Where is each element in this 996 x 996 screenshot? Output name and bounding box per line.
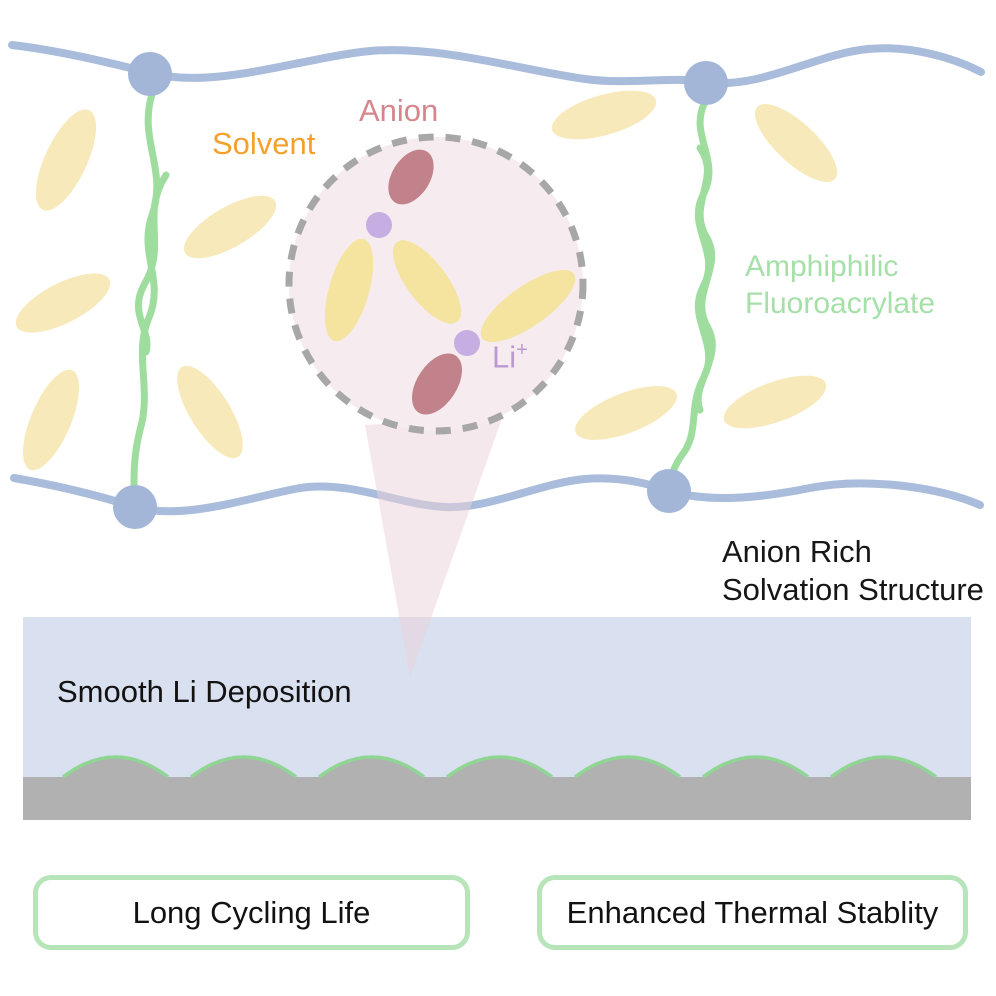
benefit-box-label: Long Cycling Life (132, 894, 371, 930)
solvent-molecule (22, 369, 80, 471)
li-ion-label: Li+ (492, 339, 528, 376)
fluoroacrylate-chain-left-strand (135, 171, 170, 356)
fluoroacrylate-chain-left (130, 90, 161, 502)
crosslink-nodes (113, 52, 728, 529)
solvent-molecule (575, 386, 677, 440)
li-ion-label-base: Li (492, 339, 517, 375)
magnifier-cone (365, 416, 503, 677)
electrode-layer (23, 757, 971, 820)
li-ion-label-charge: + (516, 339, 528, 361)
smooth-li-deposition-label: Smooth Li Deposition (57, 674, 352, 709)
solvent-molecules (15, 90, 838, 471)
benefit-box-thermal-stability: Enhanced Thermal Stablity (537, 875, 968, 950)
sei-film-line (61, 755, 170, 779)
solvent-molecule (177, 365, 243, 459)
crosslink-node (128, 52, 172, 96)
sei-film-line (189, 755, 298, 779)
anion-label: Anion (359, 93, 439, 128)
coordinated-solvent (324, 238, 374, 342)
crosslink-node (113, 485, 157, 529)
anion-molecule (388, 149, 434, 205)
solvent-molecule (35, 109, 97, 211)
amphiphilic-label-line2: Fluoroacrylate (745, 287, 936, 320)
fluoroacrylate-chain-right-strand (694, 144, 716, 414)
solvent-molecule (754, 104, 838, 182)
solvent-molecule (551, 90, 657, 140)
sei-film-line (573, 755, 682, 779)
sei-film-lines (61, 755, 938, 779)
sei-film-line (829, 755, 938, 779)
li-ion-dot (366, 212, 392, 238)
solvent-molecule (15, 273, 111, 333)
crosslink-node (684, 61, 728, 105)
fluoroacrylate-chains (130, 90, 716, 502)
li-ion-dot (454, 330, 480, 356)
solvation-caption-line1: Anion Rich (722, 534, 872, 569)
solvent-molecule (183, 195, 277, 259)
solvation-shell (285, 133, 587, 435)
polymer-backbone-bottom (10, 474, 984, 516)
amphiphilic-fluoroacrylate-label: Amphiphilic Fluoroacrylate (745, 248, 935, 322)
solvation-structure-caption: Anion Rich Solvation Structure (722, 533, 984, 609)
solvent-label: Solvent (212, 126, 316, 161)
solvation-caption-line2: Solvation Structure (722, 572, 984, 607)
crosslink-node (647, 469, 691, 513)
amphiphilic-label-line1: Amphiphilic (745, 250, 899, 283)
sei-film-line (317, 755, 426, 779)
coordinated-solvent (392, 240, 462, 324)
sei-film-line (701, 755, 810, 779)
sei-film-line (445, 755, 554, 779)
solvent-molecule (723, 375, 827, 429)
benefit-box-label: Enhanced Thermal Stablity (566, 894, 939, 930)
benefit-box-long-cycling-life: Long Cycling Life (33, 875, 470, 950)
anion-molecule (412, 353, 462, 415)
coordinated-solvent (480, 269, 576, 343)
